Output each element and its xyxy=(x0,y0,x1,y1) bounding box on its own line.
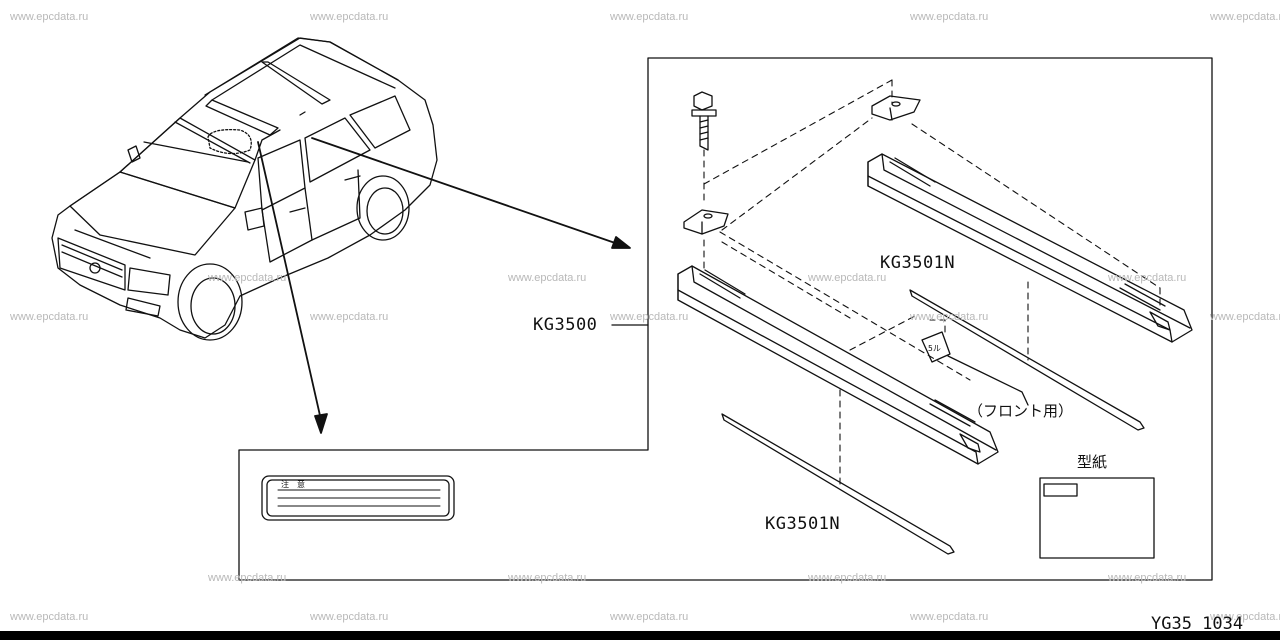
watermark: www.epcdata.ru xyxy=(310,611,389,623)
watermark: www.epcdata.ru xyxy=(610,11,689,23)
bottom-bar xyxy=(0,631,1280,640)
watermark: www.epcdata.ru xyxy=(1108,572,1187,584)
watermark: www.epcdata.ru xyxy=(610,311,689,323)
front-tag xyxy=(921,331,1029,406)
watermark: www.epcdata.ru xyxy=(1210,311,1280,323)
watermark: www.epcdata.ru xyxy=(1108,272,1187,284)
watermark: www.epcdata.ru xyxy=(208,572,287,584)
callout-kg3501n-upper: KG3501N xyxy=(880,253,956,273)
watermark: www.epcdata.ru xyxy=(910,611,989,623)
strip-lower xyxy=(721,413,955,555)
bolt xyxy=(691,91,717,151)
sill-plate-rear xyxy=(867,153,1193,343)
watermark: www.epcdata.ru xyxy=(508,572,587,584)
diagram-code: YG35 1034 xyxy=(1151,614,1244,634)
front-tag-text: 5ル xyxy=(928,344,941,353)
watermark: www.epcdata.ru xyxy=(1210,611,1280,623)
watermark: www.epcdata.ru xyxy=(310,11,389,23)
clip-lower xyxy=(683,209,729,235)
watermark: www.epcdata.ru xyxy=(808,572,887,584)
dashed-guides xyxy=(703,79,1161,486)
watermark: www.epcdata.ru xyxy=(508,272,587,284)
kit-frame xyxy=(238,57,1213,581)
watermark: www.epcdata.ru xyxy=(910,11,989,23)
watermark: www.epcdata.ru xyxy=(610,611,689,623)
watermark: www.epcdata.ru xyxy=(1210,11,1280,23)
watermark: www.epcdata.ru xyxy=(310,311,389,323)
clip-upper xyxy=(871,95,921,121)
caution-label-text: 注 意 xyxy=(281,480,305,489)
watermark: www.epcdata.ru xyxy=(808,272,887,284)
watermark: www.epcdata.ru xyxy=(10,11,89,23)
template-label: 型紙 xyxy=(1077,453,1108,471)
arrows xyxy=(143,137,631,434)
watermark: www.epcdata.ru xyxy=(208,272,287,284)
vehicle-illustration xyxy=(51,37,438,341)
strip-upper xyxy=(909,289,1145,431)
sill-plate-front xyxy=(677,265,999,465)
callout-kg3501n-lower: KG3501N xyxy=(765,514,841,534)
front-use-label: （フロント用） xyxy=(968,402,1074,420)
caution-label xyxy=(261,475,455,521)
watermark: www.epcdata.ru xyxy=(910,311,989,323)
watermark: www.epcdata.ru xyxy=(10,311,89,323)
template-sheet xyxy=(1039,477,1155,559)
callout-kg3500: KG3500 xyxy=(533,315,598,335)
watermark: www.epcdata.ru xyxy=(10,611,89,623)
